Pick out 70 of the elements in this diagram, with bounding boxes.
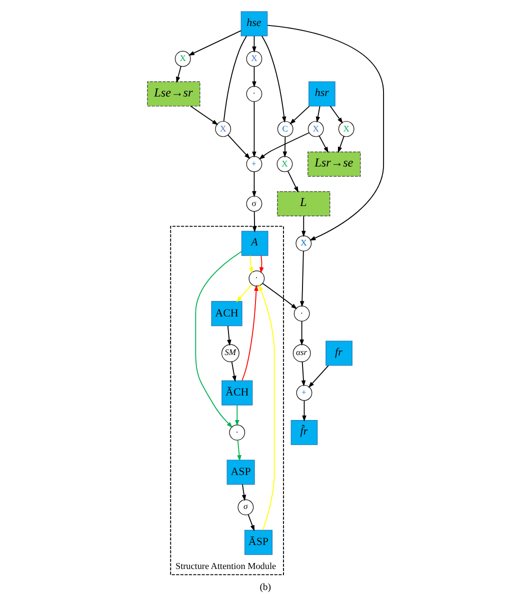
node-circle: SM [221, 344, 240, 362]
node-box: A [241, 230, 268, 256]
arrow [302, 400, 306, 422]
arrow [282, 136, 288, 158]
node-circle: + [296, 384, 312, 401]
arrow [260, 255, 264, 274]
node-circle: X [215, 121, 232, 137]
arrow [195, 251, 242, 428]
node-circle: X [246, 50, 262, 67]
arrow [237, 440, 242, 462]
arrow [188, 30, 242, 56]
arrow [261, 36, 286, 123]
node-circle: X [338, 121, 354, 137]
node-circle: σ [246, 196, 262, 212]
node-circle: · [246, 86, 262, 102]
arrow [300, 320, 304, 346]
node-box: hsr [308, 81, 336, 106]
node-circle: + [246, 156, 262, 172]
arrow [308, 365, 329, 388]
arrow [228, 134, 250, 160]
node-box: hse [240, 11, 268, 36]
arrow [235, 404, 240, 426]
arrow [258, 132, 310, 160]
arrow [338, 136, 344, 154]
arrow [290, 106, 310, 124]
arrow [258, 284, 275, 530]
node-box: f̂r [290, 420, 318, 446]
node-circle: σ [238, 499, 254, 516]
arrow [190, 106, 218, 126]
arrow [302, 216, 306, 237]
arrow [252, 36, 256, 53]
arrow [231, 362, 236, 382]
node-circle: C [277, 121, 294, 137]
node-box: ASP [226, 460, 255, 485]
node-box: Lsr→se [308, 152, 361, 177]
node-box: L [277, 191, 330, 216]
arrow [227, 325, 232, 346]
arrow [262, 283, 298, 310]
node-circle: X [296, 235, 312, 252]
arrow [242, 284, 258, 381]
arrow [252, 171, 256, 198]
arrow [267, 24, 384, 241]
connector [223, 36, 247, 122]
node-circle: αsr [292, 344, 311, 362]
node-box: ĀSP [244, 530, 273, 555]
arrow [316, 106, 320, 123]
node-box: Lse→sr [147, 81, 200, 106]
arrow [252, 101, 256, 158]
caption: (b) [260, 582, 272, 593]
arrow [248, 255, 254, 274]
node-circle: · [229, 424, 246, 440]
arrow [301, 362, 306, 387]
arrow [330, 106, 343, 124]
arrow [236, 284, 252, 302]
arrow [300, 250, 304, 308]
node-circle: X [308, 121, 324, 137]
arrow [252, 66, 256, 88]
node-circle: X [276, 156, 293, 172]
node-circle: X [174, 50, 191, 67]
node-box: fr [326, 340, 352, 366]
arrow [318, 136, 328, 153]
arrow [176, 66, 182, 83]
node-box: ACH [211, 301, 242, 326]
node-circle: · [294, 306, 310, 322]
node-box: ĀCH [222, 380, 253, 406]
arrow [252, 210, 257, 232]
arrow [287, 170, 298, 193]
arrow [242, 484, 246, 502]
node-circle: · [248, 270, 265, 286]
arrow [248, 514, 255, 532]
